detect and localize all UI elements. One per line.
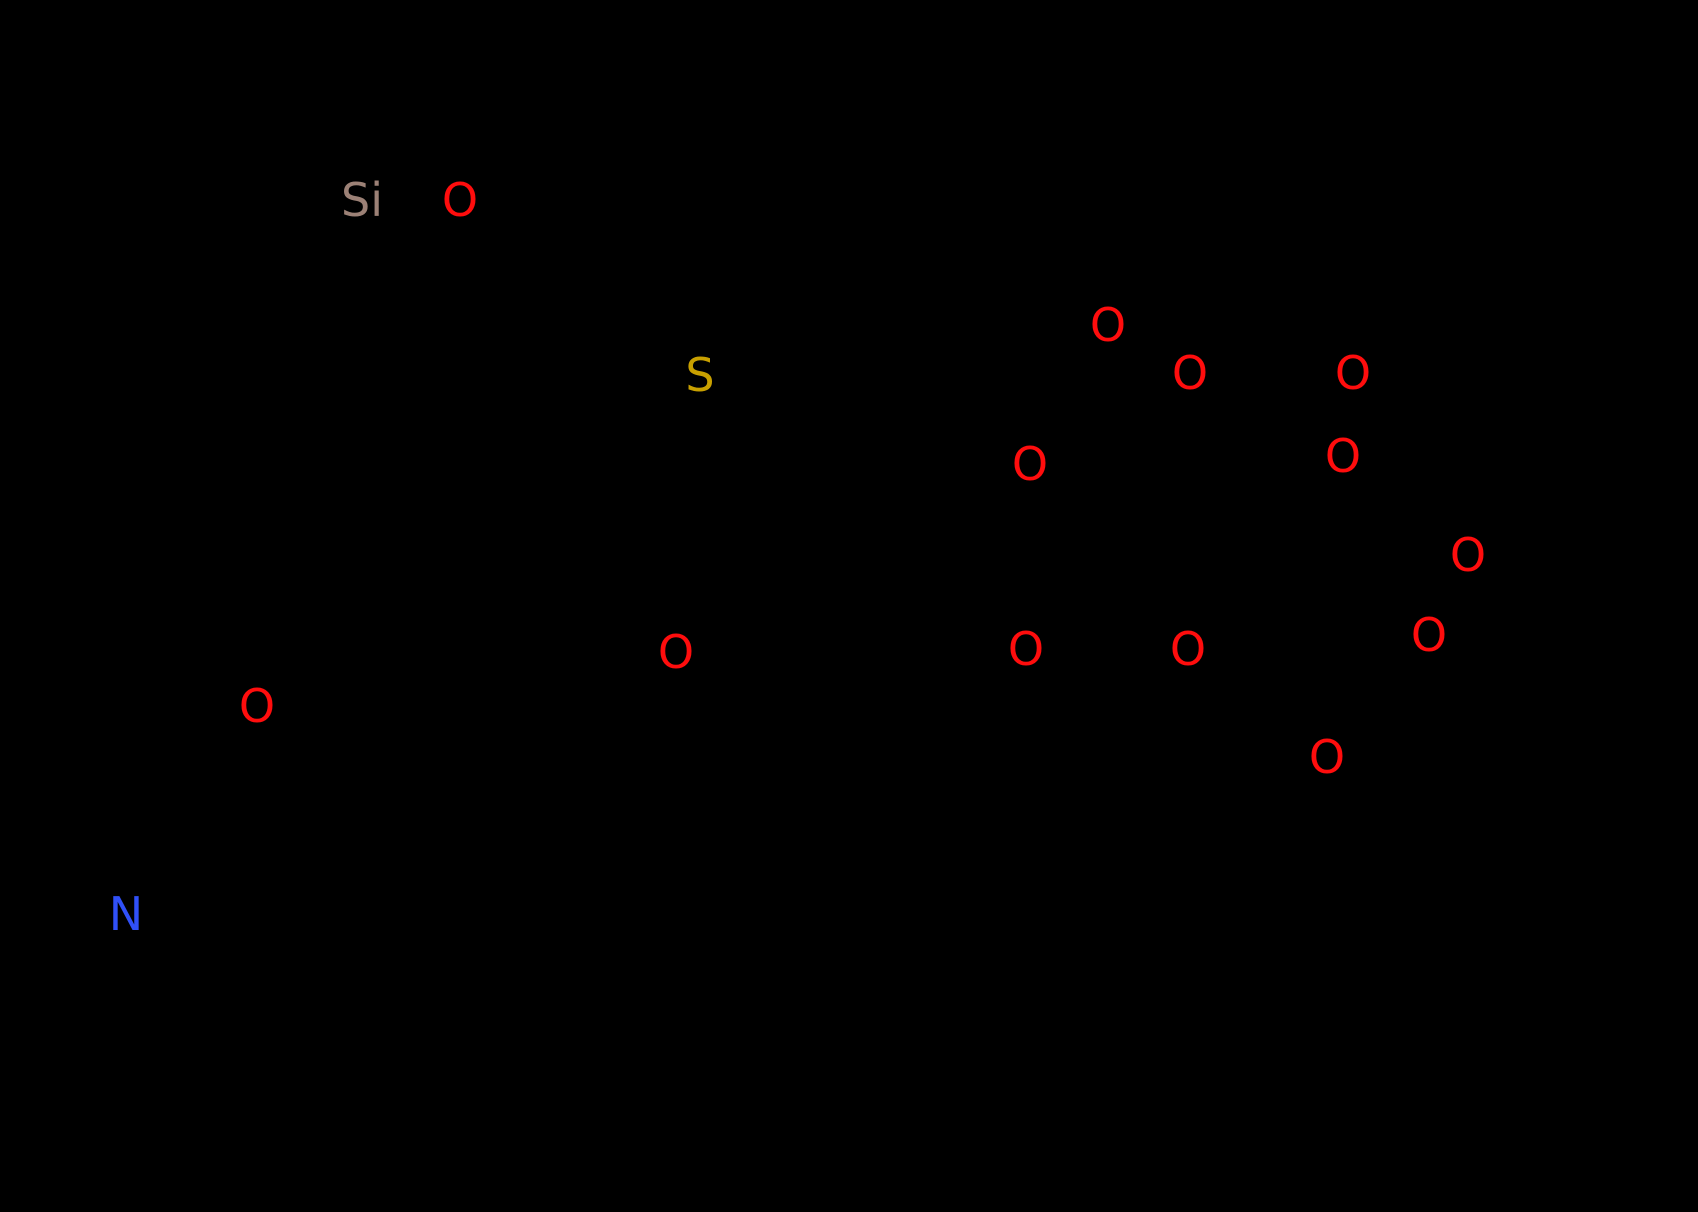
atom-label-O-ring-1: O bbox=[1172, 346, 1208, 400]
atom-label-O-ester-1: O bbox=[1012, 437, 1048, 491]
right-side-chains bbox=[1277, 17, 1693, 391]
pyranose-ring bbox=[1112, 405, 1381, 733]
atom-label-O-lactone: O bbox=[658, 625, 694, 679]
macrocycle-lower bbox=[27, 302, 893, 1093]
atom-label-N: N bbox=[109, 887, 143, 941]
acetyl-groups bbox=[932, 209, 1623, 861]
heteroatom-labels: Si O S O O O O O O O O O O O O N bbox=[109, 173, 1486, 941]
atom-label-O-silyl-ether: O bbox=[442, 173, 478, 227]
atom-label-S: S bbox=[685, 348, 714, 402]
atom-label-O-acetyl-3: O bbox=[1411, 608, 1447, 662]
atom-label-O-acetyl-4: O bbox=[1008, 622, 1044, 676]
atom-label-O-acetyl-1: O bbox=[1335, 346, 1371, 400]
macrocycle-upper bbox=[489, 17, 1593, 375]
atom-label-Si: Si bbox=[341, 173, 383, 227]
atom-label-O-carbonyl-3: O bbox=[1309, 730, 1345, 784]
atom-label-O-acetyl-2: O bbox=[1325, 429, 1361, 483]
atom-label-O-carbonyl-2: O bbox=[1450, 528, 1486, 582]
atom-label-O-carbonyl-1: O bbox=[1090, 298, 1126, 352]
atom-label-O-ether-left: O bbox=[239, 679, 275, 733]
ester-linkage bbox=[915, 229, 1265, 619]
atom-label-O-acetyl-5: O bbox=[1170, 622, 1206, 676]
tbs-group bbox=[57, 32, 683, 358]
